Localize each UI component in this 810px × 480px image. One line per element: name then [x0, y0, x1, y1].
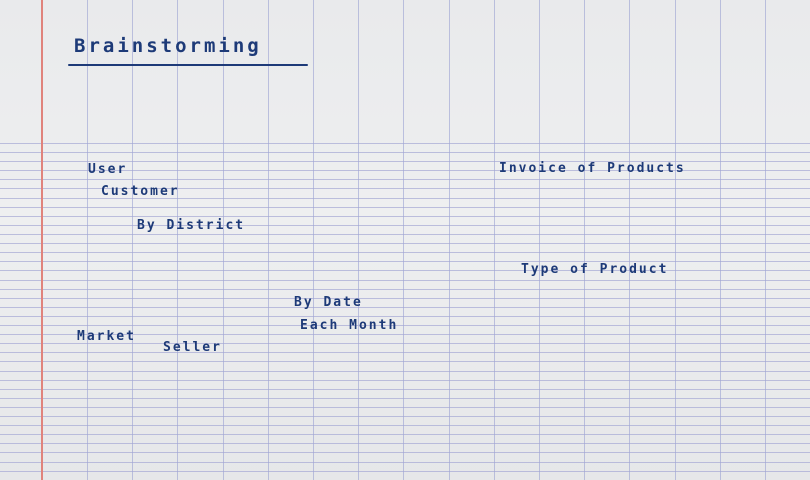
ruling-line	[0, 152, 810, 153]
margin-line	[41, 0, 43, 480]
column-line	[223, 0, 224, 480]
ruling-line	[0, 170, 810, 171]
ruling-line	[0, 198, 810, 199]
ruling-line	[0, 316, 810, 317]
column-line	[177, 0, 178, 480]
ruling-line	[0, 225, 810, 226]
ruling-line	[0, 143, 810, 144]
ruling-line	[0, 434, 810, 435]
ruling-line	[0, 298, 810, 299]
ruling-line	[0, 425, 810, 426]
title-underline	[68, 64, 308, 66]
ruling-line	[0, 216, 810, 217]
note-each-month: Each Month	[300, 318, 399, 333]
column-line	[539, 0, 540, 480]
ruling-line	[0, 380, 810, 381]
column-line	[720, 0, 721, 480]
note-invoice-of-products: Invoice of Products	[499, 161, 686, 176]
column-line	[675, 0, 676, 480]
ruling-line	[0, 307, 810, 308]
ruling-line	[0, 371, 810, 372]
column-line	[268, 0, 269, 480]
ruling-line	[0, 334, 810, 335]
ruling-line	[0, 361, 810, 362]
note-customer: Customer	[101, 184, 180, 199]
column-line	[403, 0, 404, 480]
note-by-date: By Date	[294, 295, 363, 310]
note-by-district: By District	[137, 218, 246, 233]
ruling-line	[0, 179, 810, 180]
ruling-line	[0, 280, 810, 281]
column-line	[584, 0, 585, 480]
ruling-line	[0, 289, 810, 290]
note-market: Market	[77, 329, 136, 344]
column-line	[87, 0, 88, 480]
ruling-line	[0, 325, 810, 326]
ruling-line	[0, 443, 810, 444]
ruling-line	[0, 207, 810, 208]
ruling-line	[0, 188, 810, 189]
column-line	[494, 0, 495, 480]
ruling-line	[0, 270, 810, 271]
ruling-line	[0, 416, 810, 417]
ruling-line	[0, 452, 810, 453]
ruling-line	[0, 243, 810, 244]
note-seller: Seller	[163, 340, 222, 355]
ruling-line	[0, 352, 810, 353]
ruling-line	[0, 398, 810, 399]
ruling-line	[0, 261, 810, 262]
ruling-line	[0, 471, 810, 472]
ruling-line	[0, 407, 810, 408]
ruling-line	[0, 234, 810, 235]
column-line	[449, 0, 450, 480]
column-line	[765, 0, 766, 480]
ruling-line	[0, 462, 810, 463]
column-line	[132, 0, 133, 480]
column-line	[629, 0, 630, 480]
page-title: Brainstorming	[74, 35, 262, 57]
ruling-line	[0, 161, 810, 162]
column-line	[313, 0, 314, 480]
note-user: User	[88, 162, 128, 177]
ruling-line	[0, 343, 810, 344]
ruling-line	[0, 389, 810, 390]
ruling-line	[0, 252, 810, 253]
column-line	[358, 0, 359, 480]
note-type-of-product: Type of Product	[521, 262, 669, 277]
